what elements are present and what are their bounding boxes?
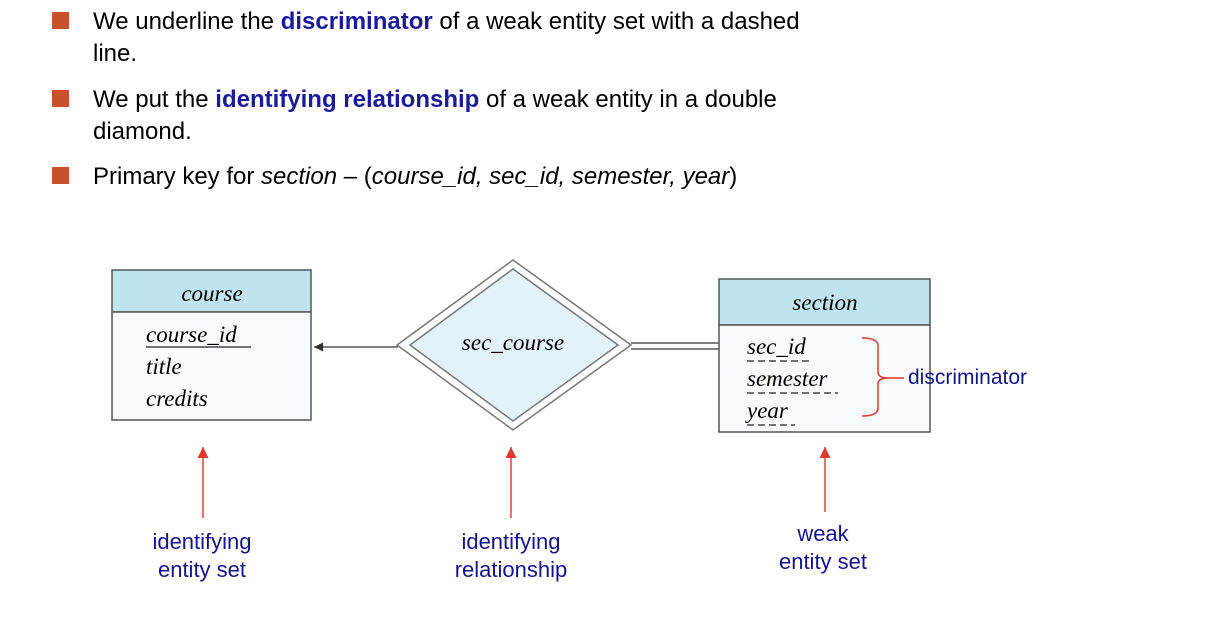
keyword-identifying-relationship: identifying relationship <box>215 86 480 113</box>
attribute-course-id: course_id <box>146 322 237 347</box>
bullet-text-post: of a weak entity set with a dashed <box>432 8 800 35</box>
diamond-outer <box>395 259 633 431</box>
entity-course-title: course <box>181 281 242 306</box>
bullet-text-line2: line. <box>93 40 138 67</box>
attribute-title: title <box>146 354 182 379</box>
entity-course: course course_id title credits <box>111 269 312 421</box>
relationship-sec-course: sec_course <box>395 259 633 431</box>
caption-identifying-entity-set: identifying entity set <box>112 528 292 584</box>
entity-section: section sec_id semester year <box>718 278 931 433</box>
entity-course-header <box>111 269 312 313</box>
bullet-marker <box>52 90 69 107</box>
caption-line: weak <box>797 521 849 546</box>
bullet-text-post: of a weak entity in a double <box>479 86 777 113</box>
bullet-text-line2: diamond. <box>93 118 192 145</box>
bullet-text-post: ) <box>729 163 738 190</box>
bullet-marker <box>52 12 69 29</box>
caption-line: identifying <box>152 529 252 554</box>
caption-line: entity set <box>778 549 868 574</box>
bullet-text-pre: We underline the <box>93 8 281 35</box>
bullet-text-pre: Primary key for <box>93 163 262 190</box>
caption-identifying-relationship: identifying relationship <box>420 528 602 584</box>
bullet-text-pre: We put the <box>93 86 216 113</box>
attribute-credits: credits <box>146 386 208 411</box>
attribute-sec-id: sec_id <box>747 334 806 359</box>
entity-section-header <box>718 278 931 326</box>
caption-weak-entity-set: weak entity set <box>733 520 913 576</box>
entity-course-body <box>111 311 312 421</box>
bullet-marker <box>52 167 69 184</box>
bullet-text-mid: – ( <box>337 163 372 190</box>
keyword-discriminator: discriminator <box>280 8 433 35</box>
caption-line: entity set <box>157 557 247 582</box>
bullet-text: We underline the discriminator of a weak… <box>93 6 800 70</box>
caption-line: relationship <box>454 557 568 582</box>
primary-key-attributes: course_id, sec_id, semester, year <box>371 163 730 190</box>
caption-line: identifying <box>461 529 561 554</box>
attribute-year: year <box>745 398 789 423</box>
bullet-text: Primary key for section – (course_id, se… <box>93 161 737 193</box>
relationship-name: sec_course <box>462 330 564 355</box>
bullet-text: We put the identifying relationship of a… <box>93 84 777 148</box>
entity-name-section: section <box>261 163 338 190</box>
entity-section-title: section <box>792 290 857 315</box>
diamond-inner <box>408 268 620 422</box>
attribute-semester: semester <box>747 366 829 391</box>
discriminator-label: discriminator <box>908 366 1027 389</box>
